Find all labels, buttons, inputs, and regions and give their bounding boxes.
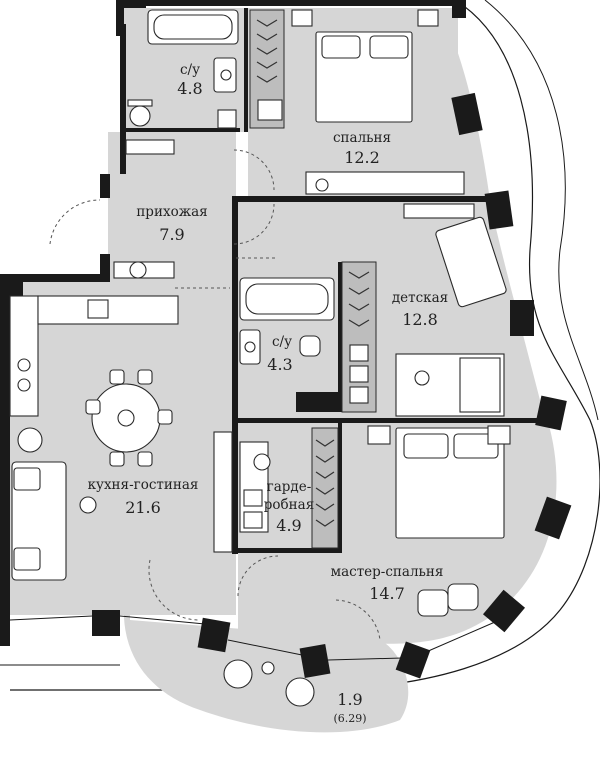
- plant-icon: [17, 427, 43, 453]
- room-balcony: 1.9 (6.29): [333, 690, 366, 725]
- room-area: 4.9: [276, 516, 301, 535]
- dining-table: [85, 369, 173, 467]
- toilet-2: [299, 335, 321, 357]
- floor-balcony: [123, 570, 409, 733]
- room-wardrobe: гарде- робная 4.9: [264, 479, 314, 535]
- guitar-icon: [315, 178, 329, 192]
- walls: [0, 0, 572, 679]
- hallway-shelf: [113, 139, 175, 279]
- glazing: [9, 615, 496, 661]
- room-area: 12.2: [344, 148, 380, 167]
- room-label: детская: [392, 290, 448, 306]
- room-bathroom-2: с/у 4.3: [267, 334, 292, 374]
- room-area: 12.8: [402, 310, 438, 329]
- room-hallway: прихожая 7.9: [136, 204, 207, 244]
- floor-hallway: [108, 132, 236, 282]
- room-label: прихожая: [136, 204, 207, 220]
- washer-1: [217, 109, 237, 129]
- bed-bedroom: [291, 9, 439, 123]
- balcony-chairs: [223, 659, 315, 707]
- hangers-wardrobe: [315, 439, 335, 527]
- armchairs-master: [417, 583, 479, 617]
- side-table: [79, 496, 97, 514]
- room-label-line1: гарде-: [267, 479, 312, 495]
- sofa: [11, 461, 67, 581]
- room-area: 14.7: [369, 584, 405, 603]
- room-kids-room: детская 12.8: [392, 290, 448, 329]
- room-bathroom-1: с/у 4.8: [177, 62, 202, 98]
- desk-kids: [403, 203, 507, 308]
- room-label: с/у: [180, 62, 200, 78]
- doors: [49, 149, 381, 641]
- bed-master: [367, 425, 511, 539]
- wardrobe-shelves: [239, 441, 271, 533]
- room-master-bedroom: мастер-спальня 14.7: [331, 564, 444, 603]
- room-area: 21.6: [125, 498, 161, 517]
- facade-outline: [10, 0, 600, 691]
- room-area: 7.9: [159, 225, 184, 244]
- sink-2: [239, 329, 261, 365]
- sink-1: [213, 57, 237, 93]
- toilet-1: [127, 99, 153, 127]
- tv-stand: [213, 431, 233, 553]
- bathtub-1: [147, 9, 239, 45]
- room-area: 4.8: [177, 79, 202, 98]
- hangers-bedroom: [256, 19, 278, 83]
- room-label: мастер-спальня: [331, 564, 444, 580]
- room-bedroom: спальня 12.2: [333, 130, 391, 167]
- hangers-kids: [348, 271, 370, 327]
- kitchen-counter: [9, 295, 179, 417]
- drawers-kids: [349, 344, 369, 404]
- room-area: 1.9: [337, 690, 362, 709]
- room-area: 4.3: [267, 355, 292, 374]
- room-label-line2: робная: [264, 497, 314, 513]
- room-label: с/у: [272, 334, 292, 350]
- bed-kids: [395, 353, 505, 417]
- room-label: кухня-гостиная: [88, 477, 199, 493]
- bathtub-2: [239, 277, 335, 321]
- room-area-total: (6.29): [333, 712, 366, 725]
- desk-bedroom: [305, 171, 465, 195]
- room-label: спальня: [333, 130, 391, 146]
- facade-outline-inner: [484, 0, 599, 421]
- room-kitchen-living: кухня-гостиная 21.6: [88, 477, 199, 517]
- dresser-bedroom: [257, 99, 283, 121]
